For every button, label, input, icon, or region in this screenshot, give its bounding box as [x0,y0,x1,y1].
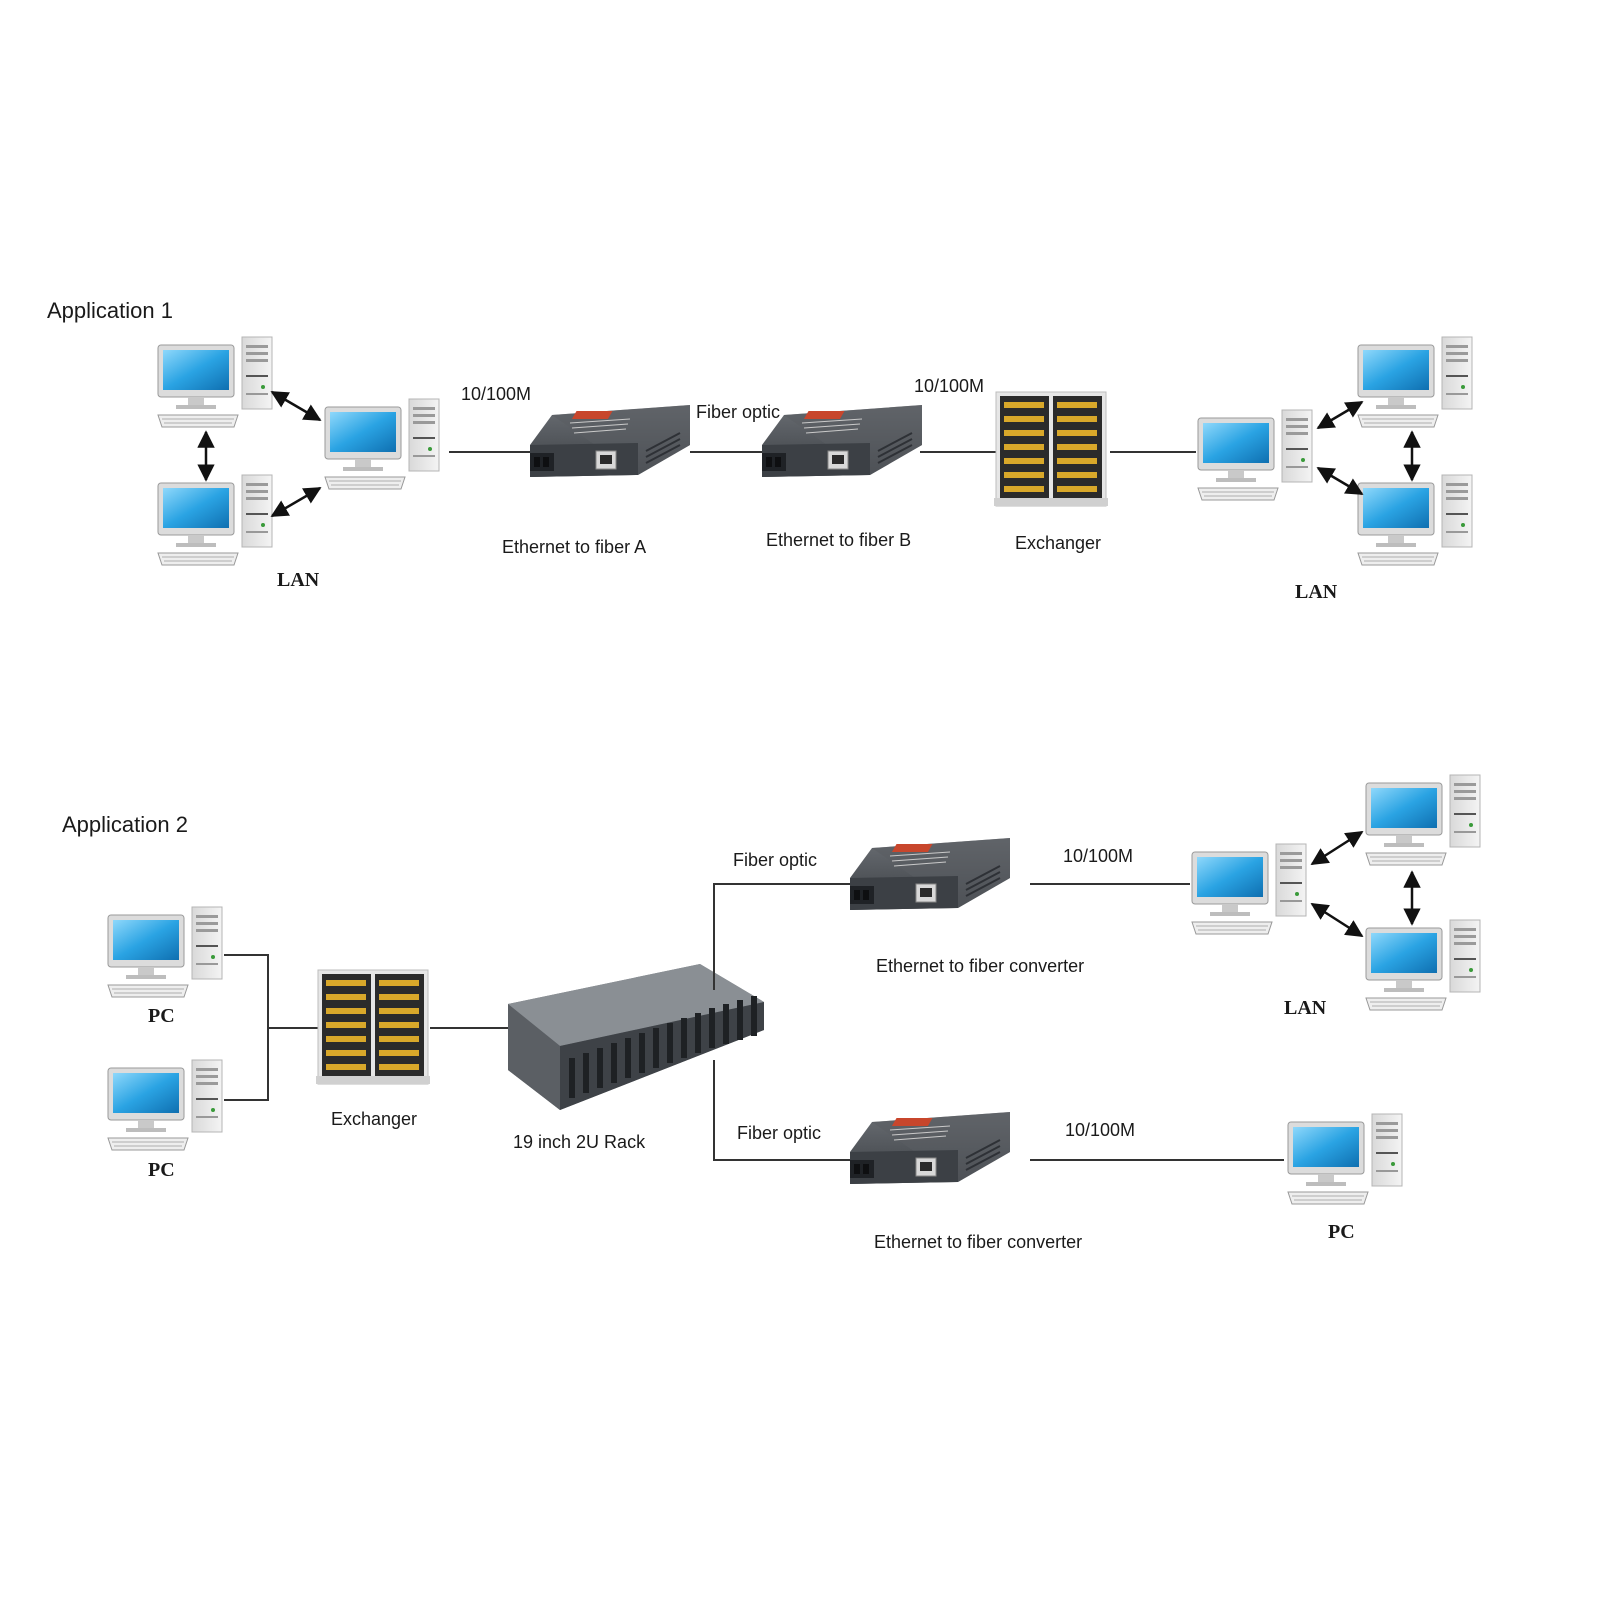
pc-icon [1365,774,1481,866]
media-converter-b-icon [761,404,923,478]
lan-label: LAN [1284,997,1327,1019]
fiber-cable [713,1060,850,1161]
fiber-optic-label: Fiber optic [737,1123,821,1143]
pc-icon [1365,919,1481,1011]
switch-icon [315,969,431,1085]
speed-label: 10/100M [461,384,531,404]
media-converter-a-icon [529,404,691,478]
exchanger-label: Exchanger [1015,533,1101,553]
converter-label: Ethernet to fiber converter [874,1232,1082,1252]
converter-label: Ethernet to fiber converter [876,956,1084,976]
pc-icon [1197,409,1313,501]
pc-icon [1287,1113,1403,1205]
converter-a-label: Ethernet to fiber A [502,537,646,557]
pc-label: PC [148,1005,175,1027]
pc-icon [107,906,223,998]
application-2-heading: Application 2 [62,812,188,837]
pc-icon [1191,843,1307,935]
lan-label: LAN [277,569,320,591]
rack-chassis-icon [508,964,764,1110]
exchanger-label: Exchanger [331,1109,417,1129]
pc-icon [324,398,440,490]
rack-label: 19 inch 2U Rack [513,1132,646,1152]
pc-icon [1357,474,1473,566]
converter-b-label: Ethernet to fiber B [766,530,911,550]
pc-label: PC [148,1159,175,1181]
link-arrow [1310,902,1364,938]
pc-icon [157,336,273,428]
fiber-cable [713,883,850,990]
fiber-optic-label: Fiber optic [696,402,780,422]
link-arrow [1316,400,1364,430]
speed-label: 10/100M [914,376,984,396]
switch-icon [993,391,1109,507]
pc-icon [1357,336,1473,428]
speed-label: 10/100M [1063,846,1133,866]
pc-icon [107,1059,223,1151]
link-arrow [270,486,322,518]
media-converter-icon [849,837,1011,911]
cable [224,954,269,1101]
speed-label: 10/100M [1065,1120,1135,1140]
link-arrow [270,390,322,422]
link-arrow [1310,830,1364,866]
pc-icon [157,474,273,566]
link-arrow [1316,466,1364,496]
lan-label: LAN [1295,581,1338,603]
media-converter-icon [849,1111,1011,1185]
fiber-optic-label: Fiber optic [733,850,817,870]
application-1-heading: Application 1 [47,298,173,323]
pc-label: PC [1328,1221,1355,1243]
